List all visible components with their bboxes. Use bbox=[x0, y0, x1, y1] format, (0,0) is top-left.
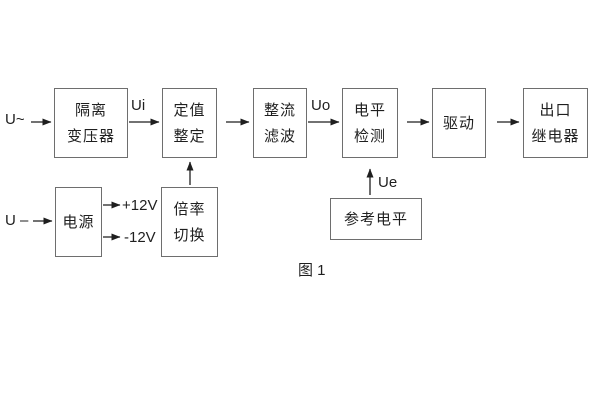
block-label: 检测 bbox=[353, 127, 386, 145]
block-output-relay: 出口 继电器 bbox=[523, 88, 588, 158]
block-isolation-transformer: 隔离 变压器 bbox=[54, 88, 128, 158]
block-label: 出口 bbox=[539, 101, 572, 119]
block-multiplier-switch: 倍率 切换 bbox=[161, 187, 218, 257]
block-label: 电源 bbox=[62, 213, 95, 231]
block-level-detect: 电平 检测 bbox=[342, 88, 398, 158]
block-drive: 驱动 bbox=[432, 88, 486, 158]
label-plus-12v: +12V bbox=[122, 197, 158, 214]
figure-caption: 图 1 bbox=[298, 262, 326, 279]
block-value-setting: 定值 整定 bbox=[162, 88, 217, 158]
label-ac-input: U~ bbox=[5, 111, 25, 128]
block-label: 参考电平 bbox=[343, 210, 408, 228]
block-label: 整定 bbox=[173, 127, 206, 145]
block-power-supply: 电源 bbox=[55, 187, 102, 257]
block-label: 定值 bbox=[173, 101, 206, 119]
block-label: 倍率 bbox=[173, 200, 206, 218]
block-reference-level: 参考电平 bbox=[330, 198, 422, 240]
block-label: 变压器 bbox=[66, 127, 115, 145]
label-dc-input: U – bbox=[5, 212, 29, 229]
block-label: 整流 bbox=[263, 101, 296, 119]
label-ui: Ui bbox=[131, 97, 146, 114]
block-label: 驱动 bbox=[442, 114, 475, 132]
label-uo: Uo bbox=[311, 97, 331, 114]
block-label: 隔离 bbox=[74, 101, 107, 119]
block-label: 电平 bbox=[353, 101, 386, 119]
block-label: 切换 bbox=[173, 226, 206, 244]
block-label: 滤波 bbox=[263, 127, 296, 145]
block-label: 继电器 bbox=[531, 127, 580, 145]
label-minus-12v: -12V bbox=[124, 229, 156, 246]
label-ue: Ue bbox=[378, 174, 398, 191]
block-rectify-filter: 整流 滤波 bbox=[253, 88, 307, 158]
